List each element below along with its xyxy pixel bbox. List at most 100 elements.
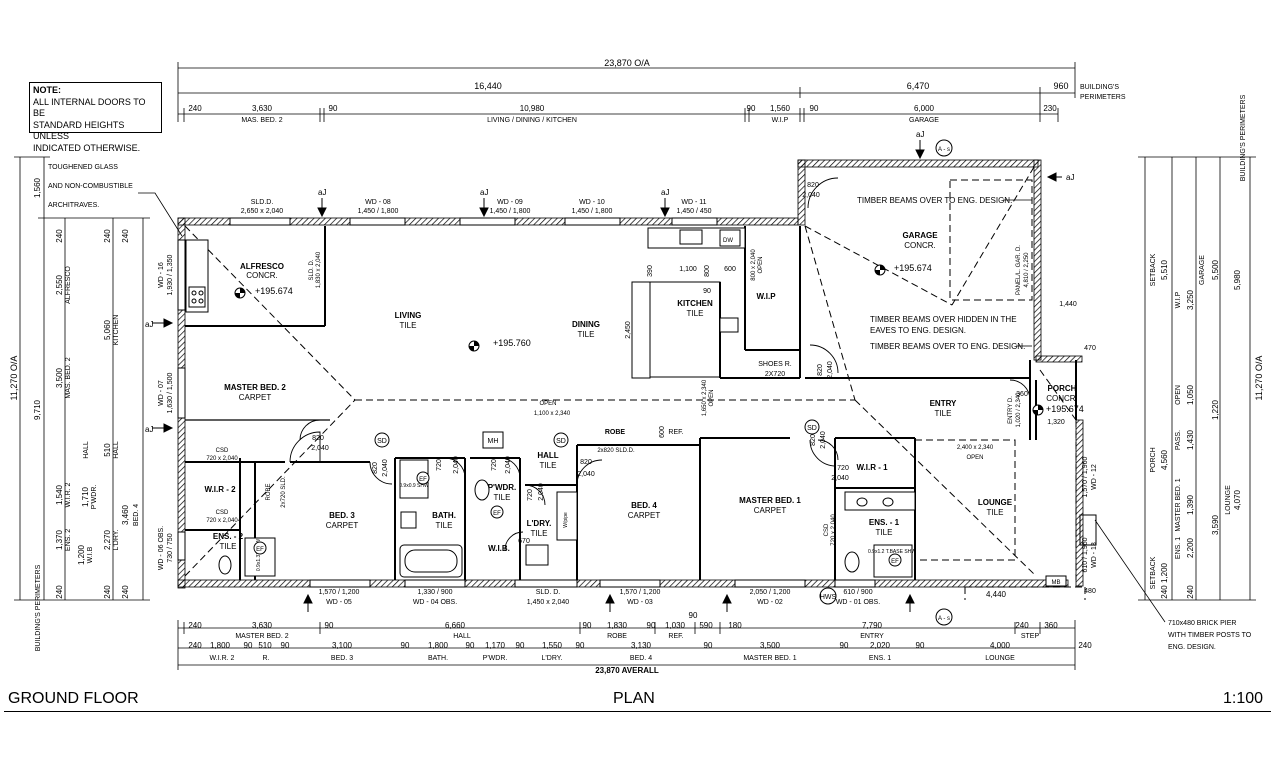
- room-name: GARAGE: [902, 231, 938, 240]
- garage-door-size: 4,810 / 2,250: [1024, 252, 1030, 288]
- room-finish: TILE: [436, 521, 453, 530]
- left-dim: 5,060: [103, 319, 112, 340]
- window-size: 610 / 1,960: [1082, 537, 1089, 572]
- bottom-dim-label: ROBE: [607, 633, 627, 640]
- csd-size: 720 x 2,040: [206, 456, 238, 462]
- top-dim-label: GARAGE: [909, 117, 939, 124]
- right-dim: 5,980: [1233, 269, 1242, 290]
- room-finish: CARPET: [628, 511, 661, 520]
- room-finish: TILE: [687, 309, 704, 318]
- beam-note: EAVES TO ENG. DESIGN.: [870, 326, 966, 335]
- door-size: 2,040: [827, 361, 834, 379]
- room-name: DINING: [572, 320, 600, 329]
- left-dim: 3,500: [55, 367, 64, 388]
- sliding-door-size: 1,830 x 2,040: [316, 251, 322, 288]
- exhaust-fans: [253, 471, 902, 567]
- door-size: 720: [436, 459, 443, 471]
- room-name: MASTER BED. 2: [224, 383, 286, 392]
- left-dim: 9,710: [33, 399, 42, 420]
- bottom-dim: 90: [576, 641, 585, 650]
- opening-label: OPEN: [709, 389, 715, 406]
- door-size: 2,040: [577, 471, 595, 478]
- bottom-dim: 90: [466, 641, 475, 650]
- windows-top: [229, 217, 718, 226]
- door-size: 820: [372, 462, 379, 474]
- door-size: 2,040: [820, 431, 827, 449]
- bottom-dim-label: MASTER BED. 2: [235, 633, 288, 640]
- bottom-dim-label: ENTRY: [860, 633, 884, 640]
- shower-label: 0.9x1.37 SHW: [256, 539, 262, 572]
- room-finish: TILE: [400, 321, 417, 330]
- bottom-dim: 7,790: [862, 621, 883, 630]
- bottom-dim: 3,130: [631, 641, 652, 650]
- room-name: KITCHEN: [677, 299, 713, 308]
- room-name: ENS. - 1: [869, 518, 900, 527]
- porch-dim: 1,440: [1059, 301, 1077, 308]
- drawing-type: PLAN: [613, 690, 655, 707]
- drawing-title: GROUND FLOOR: [8, 690, 139, 707]
- room-name: BATH.: [432, 511, 456, 520]
- room-name: LIVING: [395, 311, 422, 320]
- bottom-dim: 90: [583, 621, 592, 630]
- bottom-dim-label: STEP: [1021, 633, 1040, 640]
- room-name: SHOES R.: [758, 361, 792, 368]
- wipe-label: W/pipe: [563, 512, 569, 528]
- left-dim: 1,560: [33, 177, 42, 198]
- room-finish: TILE: [531, 529, 548, 538]
- footer-rule: [4, 711, 1271, 712]
- drawing-scale: 1:100: [1223, 690, 1264, 707]
- top-dim: 6,470: [907, 81, 930, 91]
- aj-label: aJ: [480, 188, 488, 197]
- window-size: 1,450 / 1,800: [572, 208, 613, 215]
- note-line: ALL INTERNAL DOORS TO BE: [33, 96, 146, 119]
- left-dim: 1,540: [55, 484, 64, 505]
- left-dim: 1,370: [55, 529, 64, 550]
- bottom-dim-label: BATH.: [428, 655, 448, 662]
- callout-text: ENG. DESIGN.: [1168, 644, 1216, 651]
- porch-dim: 360: [1016, 391, 1028, 398]
- room-name: W.I.B.: [488, 544, 510, 553]
- bottom-dim: 1,830: [607, 621, 628, 630]
- section-label: A - s: [938, 616, 950, 622]
- left-dim: 2,270: [103, 529, 112, 550]
- csd-label: CSD: [824, 523, 830, 536]
- top-dim-label: W.I.P: [772, 117, 789, 124]
- bottom-dim: 360: [1044, 621, 1058, 630]
- right-dim: 1,430: [1186, 429, 1195, 450]
- room-name: ENS. - 2: [213, 532, 244, 541]
- room-name: W.I.P: [756, 292, 776, 301]
- shower-label: 0.9x1.2 T.BASE SHW: [868, 549, 916, 555]
- room-finish: TILE: [987, 508, 1004, 517]
- room-name: MASTER BED. 1: [739, 496, 801, 505]
- left-dim-label: ENS. 2: [65, 529, 72, 551]
- room-finish: TILE: [935, 409, 952, 418]
- windows-left: [177, 239, 186, 561]
- door-size: 670: [518, 538, 530, 545]
- room-name: HALL: [537, 451, 558, 460]
- left-dim-label: ALFRESCO: [65, 266, 72, 304]
- aj-markers: aJ aJ aJ aJ aJ aJ aJ: [145, 130, 1074, 434]
- bottom-dim: 6,660: [445, 621, 466, 630]
- bottom-dim-label: HALL: [453, 633, 471, 640]
- top-dim-label: MAS. BED. 2: [241, 117, 282, 124]
- room-finish: CONCR.: [1046, 394, 1078, 403]
- level-value: +195.760: [493, 338, 531, 348]
- door-size: 2,040: [505, 456, 512, 474]
- bottom-dim-label: L'DRY.: [542, 655, 563, 662]
- right-dim-label: PASS.: [1175, 430, 1182, 450]
- window-label: SLD. D.: [536, 589, 561, 596]
- window-size: 1,570 / 1,960: [1082, 456, 1089, 497]
- bottom-dim: 1,800: [210, 641, 231, 650]
- window-label: WD - 10: [579, 199, 605, 206]
- right-dim-label: LOUNGE: [1225, 485, 1232, 515]
- door-size: 820: [817, 364, 824, 376]
- opening-label: OPEN: [539, 401, 556, 407]
- window-size: 2,650 x 2,040: [241, 208, 284, 215]
- door-size: 2,040: [453, 456, 460, 474]
- garage-door-label: PANEL/L. GAR. D.: [1016, 245, 1022, 295]
- window-label: WD - 05: [326, 599, 352, 606]
- left-dim: 240: [103, 229, 112, 243]
- right-dim: 240: [1160, 585, 1169, 599]
- room-size: 2X720: [765, 371, 785, 378]
- bottom-dim: 90: [704, 641, 713, 650]
